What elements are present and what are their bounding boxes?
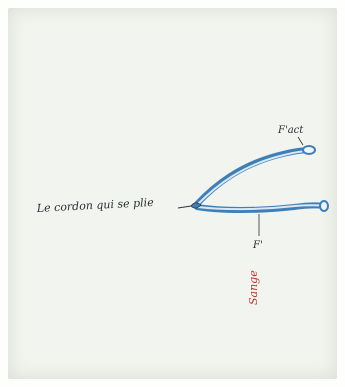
upper-branch-end	[302, 145, 316, 155]
upper-branch	[194, 147, 314, 207]
left-annotation: Le cordon qui se plie	[35, 196, 154, 215]
bottom-letter-label: F'	[252, 240, 263, 251]
upper-branch-channel	[197, 150, 311, 205]
fork-junction	[190, 202, 202, 209]
lower-branch-end	[319, 200, 329, 212]
lower-branch-channel	[197, 204, 325, 211]
top-label-leader	[297, 136, 304, 146]
top-right-label: F'act	[277, 125, 304, 136]
bottom-word-label: Sange	[247, 270, 260, 305]
paper-sheet	[8, 8, 337, 379]
annotation-pointer-line	[177, 205, 192, 209]
